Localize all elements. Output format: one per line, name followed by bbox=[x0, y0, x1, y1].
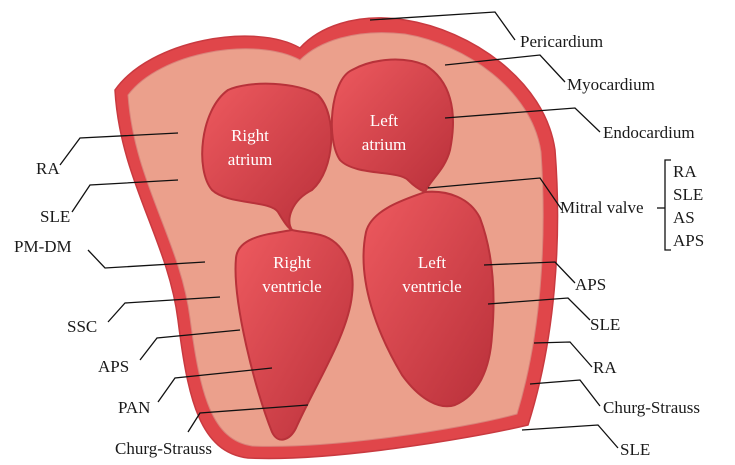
label-pericardium: Pericardium bbox=[520, 32, 603, 51]
label-lv-sle: SLE bbox=[590, 315, 620, 334]
label-mitral-as: AS bbox=[673, 208, 695, 227]
label-mitral-sle: SLE bbox=[673, 185, 703, 204]
label-mitral-ra: RA bbox=[673, 162, 697, 181]
label-left-aps: APS bbox=[98, 357, 129, 376]
label-myocardium: Myocardium bbox=[567, 75, 655, 94]
label-left-ra: RA bbox=[36, 159, 60, 178]
label-left-churg-strauss: Churg-Strauss bbox=[115, 439, 212, 458]
left-atrium-label-line1: Left bbox=[370, 111, 399, 130]
label-left-pm-dm: PM-DM bbox=[14, 237, 72, 256]
label-wall-churg-strauss: Churg-Strauss bbox=[603, 398, 700, 417]
label-left-sle: SLE bbox=[40, 207, 70, 226]
label-wall-ra: RA bbox=[593, 358, 617, 377]
label-mitral-valve: Mitral valve bbox=[560, 198, 644, 217]
label-mitral-aps: APS bbox=[673, 231, 704, 250]
label-endocardium: Endocardium bbox=[603, 123, 695, 142]
left-atrium-label-line2: atrium bbox=[362, 135, 406, 154]
label-lv-aps: APS bbox=[575, 275, 606, 294]
label-wall-sle: SLE bbox=[620, 440, 650, 459]
right-atrium-label-line2: atrium bbox=[228, 150, 272, 169]
left-ventricle-label-line2: ventricle bbox=[402, 277, 461, 296]
right-ventricle-label-line1: Right bbox=[273, 253, 311, 272]
left-ventricle-label-line1: Left bbox=[418, 253, 447, 272]
right-atrium-label-line1: Right bbox=[231, 126, 269, 145]
mitral-valve-bracket bbox=[665, 160, 671, 250]
label-left-ssc: SSC bbox=[67, 317, 97, 336]
leader-wall-sle bbox=[522, 425, 618, 448]
label-left-pan: PAN bbox=[118, 398, 150, 417]
right-ventricle-label-line2: ventricle bbox=[262, 277, 321, 296]
leader-wall-churg bbox=[530, 380, 600, 406]
